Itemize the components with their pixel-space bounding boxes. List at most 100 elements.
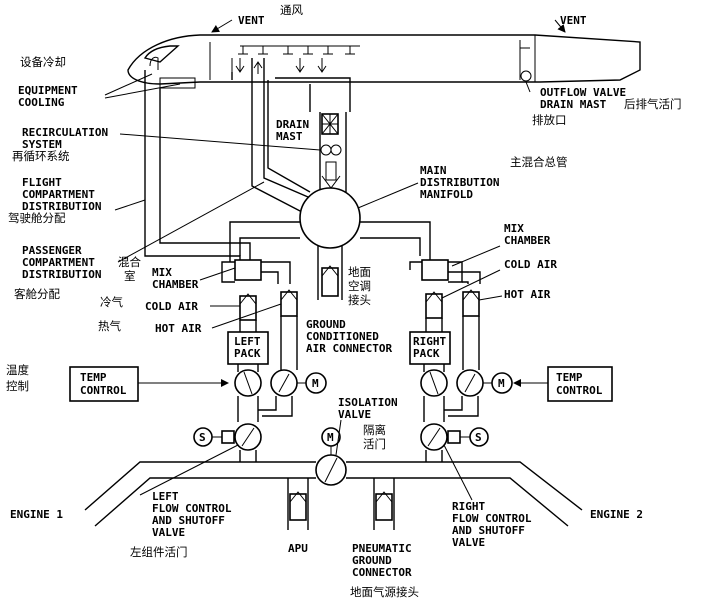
isolation-valve-motor [321,427,341,447]
cold-air-right: COLD AIR [504,258,557,271]
right-solenoid [469,427,489,447]
right-flow-2: FLOW CONTROL [452,512,532,525]
cabin-outlets [149,45,360,74]
recirculation-1: RECIRCULATION [22,126,108,139]
temp-control-right-1: TEMP [556,371,583,384]
ground-connector-arrow [321,267,339,297]
left-pack [227,331,269,365]
cn-isolation-valve-2: 活门 [363,437,386,451]
right-flow-4: VALVE [452,536,485,549]
ground-connector-2: CONDITIONED [306,330,379,343]
cn-isolation-valve-1: 隔离 [363,423,386,437]
left-temp-control-box [69,366,139,402]
isolation-valve-2: VALVE [338,408,371,421]
passenger-compartment-2: COMPARTMENT [22,256,95,269]
main-manifold-1: MAIN [420,164,447,177]
equipment-cooling-1: EQUIPMENT [18,84,78,97]
drain-mast-center-2: MAST [276,130,303,143]
pneumatic-3: CONNECTOR [352,566,412,579]
cn-temp-control-2: 控制 [6,379,29,393]
cn-flight-distribution: 驾驶舱分配 [8,211,66,225]
left-valve-motor [305,372,327,394]
hot-air-right: HOT AIR [504,288,551,301]
mix-chamber-left-2: CHAMBER [152,278,199,291]
right-flow-3: AND SHUTOFF [452,524,525,537]
main-distribution-manifold [299,187,361,249]
cn-passenger-distribution: 客舱分配 [14,287,60,301]
engine-1-label: ENGINE 1 [10,508,63,521]
equipment-cooling-2: COOLING [18,96,65,109]
left-flow-3: AND SHUTOFF [152,514,225,527]
cn-vent: 通风 [280,3,303,17]
pneumatic-2: GROUND [352,554,392,567]
mix-chamber-left-1: MIX [152,266,172,279]
manifold-branches [229,221,431,300]
cn-left-pack-valve: 左组件活门 [130,545,188,559]
cn-outflow-valve: 后排气活门 [624,97,682,111]
right-valve-motor [491,372,513,394]
passenger-compartment-1: PASSENGER [22,244,82,257]
flight-compartment-1: FLIGHT [22,176,62,189]
cn-pneumatic-ground: 地面气源接头 [350,585,419,599]
right-pack [409,331,451,365]
mix-chamber-right-1: MIX [504,222,524,235]
ground-connector-3: AIR CONNECTOR [306,342,392,355]
cn-hot-air: 热气 [98,319,121,333]
temp-control-left-1: TEMP [80,371,107,384]
cn-recirculation: 再循环系统 [12,149,70,163]
mix-chamber-right-2: CHAMBER [504,234,551,247]
temp-control-right-2: CONTROL [556,384,603,397]
passenger-compartment-3: DISTRIBUTION [22,268,101,281]
main-manifold-3: MANIFOLD [420,188,473,201]
isolation-valve-1: ISOLATION [338,396,398,409]
ground-connector-1: GROUND [306,318,346,331]
bleed-manifold [84,427,583,530]
hot-air-left: HOT AIR [155,322,202,335]
motor-left-letter: M [312,377,319,390]
vent-right-label: VENT [560,14,587,27]
cn-equipment-cooling: 设备冷却 [20,55,66,69]
cn-drain-mast: 排放口 [532,113,567,127]
left-pack-2: PACK [234,347,261,360]
cn-cold-air: 冷气 [100,295,123,309]
recirculation-2: SYSTEM [22,138,62,151]
left-pack-system [193,259,327,462]
cold-air-left: COLD AIR [145,300,198,313]
left-flow-1: LEFT [152,490,179,503]
cn-main-manifold: 主混合总管 [510,155,568,169]
left-solenoid [193,427,213,447]
right-mix-chamber [421,259,449,281]
fuselage [127,34,641,89]
engine-2-label: ENGINE 2 [590,508,643,521]
right-pack-2: PACK [413,347,440,360]
solenoid-left-letter: S [199,431,206,444]
vent-top-label: VENT [238,14,265,27]
motor-right-letter: M [498,377,505,390]
cn-ground-air-2: 空调 [348,279,371,293]
cn-ground-air-1: 地面 [348,265,371,279]
flight-compartment-2: COMPARTMENT [22,188,95,201]
left-pack-1: LEFT [234,335,261,348]
solenoid-right-letter: S [475,431,482,444]
left-flow-2: FLOW CONTROL [152,502,232,515]
distribution-ducts [144,58,351,262]
motor-isolation-letter: M [327,431,334,444]
apu-label: APU [288,542,308,555]
temp-control-left-2: CONTROL [80,384,127,397]
right-flow-1: RIGHT [452,500,485,513]
outflow-valve-label: OUTFLOW VALVE [540,86,626,99]
right-temp-control-box [547,366,613,402]
cn-temp-control: 温度 [6,363,29,377]
right-pack-system [409,259,513,462]
drain-mast-center-1: DRAIN [276,118,309,131]
left-mix-chamber [234,259,262,281]
cn-ground-air-3: 接头 [348,293,371,307]
pneumatic-1: PNEUMATIC [352,542,412,555]
flight-compartment-3: DISTRIBUTION [22,200,101,213]
cn-mix-chamber: 混合 [118,255,141,269]
chinese-labels: 通风 设备冷却 再循环系统 驾驶舱分配 混合 室 客舱分配 冷气 热气 温度 控… [6,3,682,599]
right-pack-1: RIGHT [413,335,446,348]
cn-mix-chamber-2: 室 [124,269,136,283]
